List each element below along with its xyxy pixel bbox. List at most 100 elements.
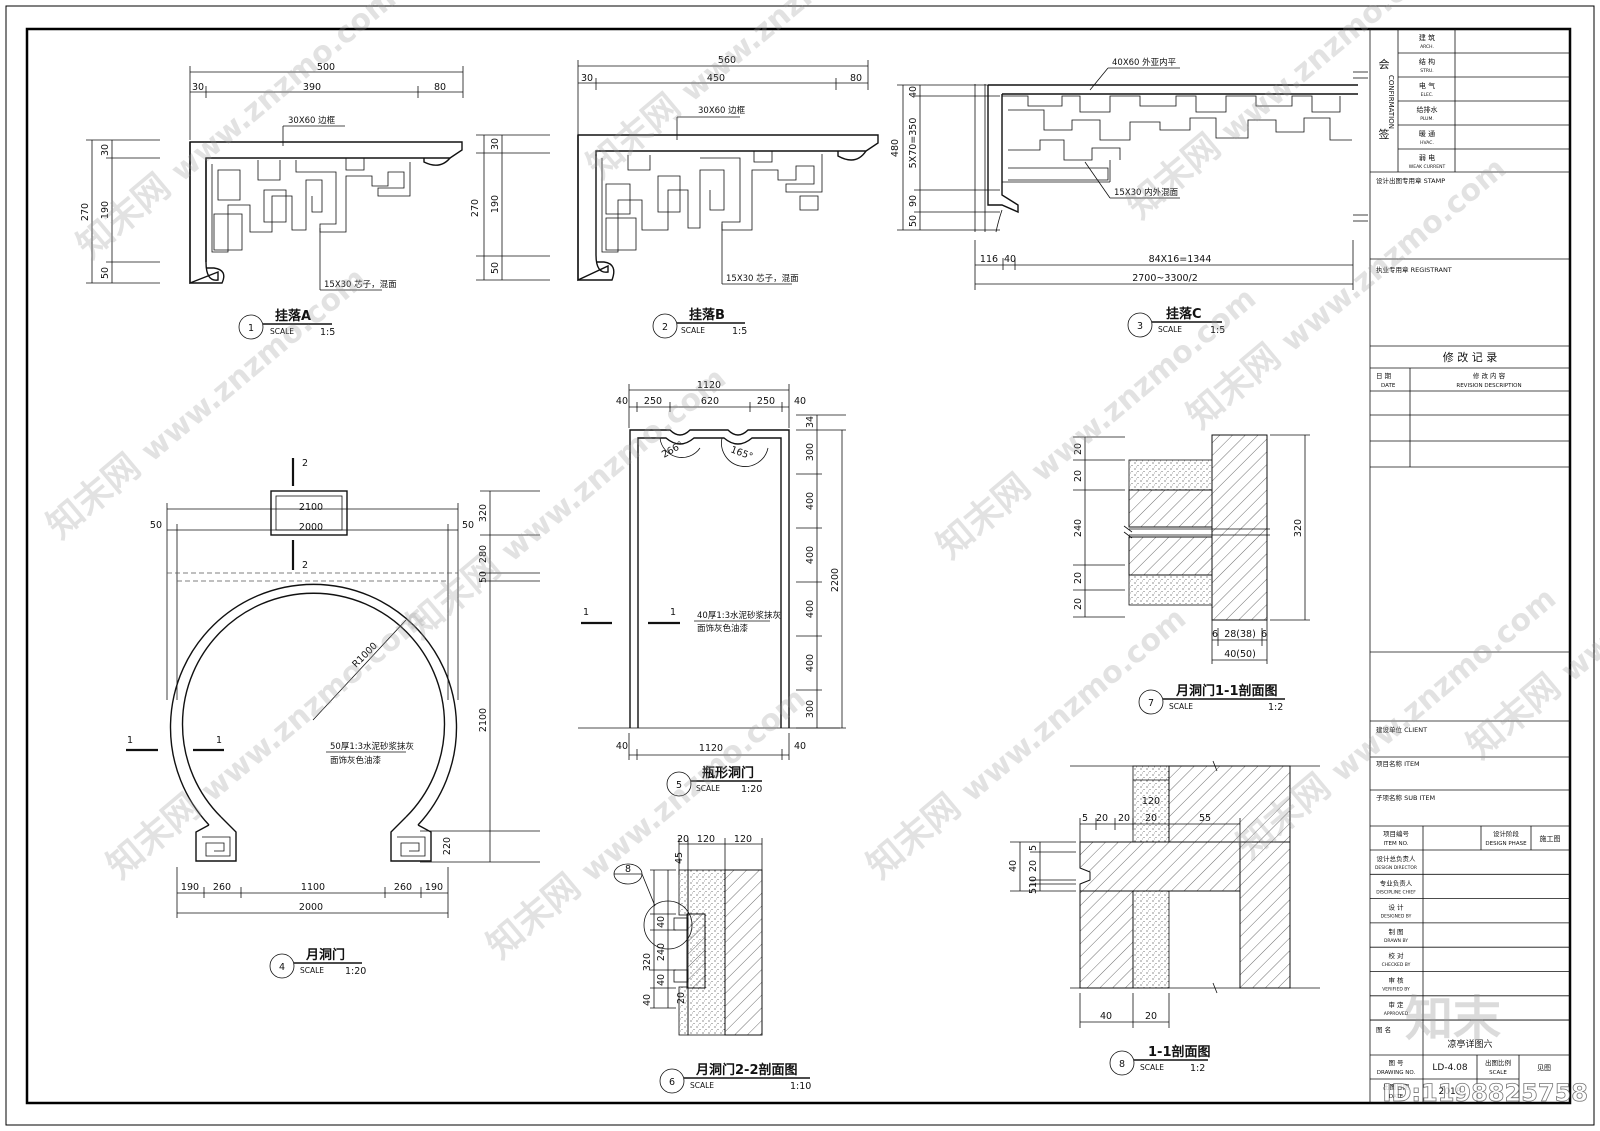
d3-dim-h5x70: 5X70=350 [908, 118, 919, 169]
d4-scale-label: SCALE [300, 966, 324, 975]
detail-3-hanging-fascia-c: 480 40 5X70=350 90 50 40X60 外亚内平 15X30 内… [890, 57, 1368, 338]
sheet-border-inner [25, 27, 1572, 1105]
watermark-text: 知末网 [1119, 126, 1228, 227]
d5-scale: 1:20 [741, 784, 762, 795]
d4-dim-b260-left: 260 [213, 882, 231, 893]
tb-scale-en: SCALE [1489, 1070, 1507, 1076]
d1-title-number: 1 [248, 323, 254, 334]
d4-note-line2: 面饰灰色油漆 [330, 755, 382, 766]
tb-role-cn: 审 定 [1388, 1000, 1404, 1009]
d4-note-line1: 50厚1:3水泥砂浆抹灰 [330, 741, 414, 752]
d1-note-frame: 30X60 边框 [288, 115, 336, 126]
d6-dim-h20: 20 [676, 992, 687, 1004]
d4-dim-h220: 220 [442, 837, 453, 855]
tb-role-cn: 校 对 [1388, 951, 1404, 960]
watermark-url: www.znzmo.com [135, 261, 373, 469]
d7-dim-w28: 28(38) [1224, 629, 1256, 640]
d1-dim-h30: 30 [100, 144, 111, 156]
d2-dim-h270: 270 [470, 199, 481, 217]
tb-role-en: APPROVED [1384, 1011, 1409, 1017]
d5-dim-h400-1: 400 [805, 492, 816, 510]
d4-dim-h2100: 2100 [478, 708, 489, 732]
d1-scale: 1:5 [320, 327, 335, 338]
watermark-url: www.znzmo.com [1555, 481, 1600, 689]
tb-drawing-title-value: 凉亭详图六 [1447, 1038, 1492, 1050]
tb-rev-date-en: DATE [1381, 383, 1396, 389]
tb-role-en: CHECKED BY [1382, 962, 1411, 968]
sheet-border-outer [5, 5, 1595, 1126]
d6-dim-w120-right: 120 [734, 834, 752, 845]
d5-dim-b1120: 1120 [699, 743, 723, 754]
d4-dim-b2000: 2000 [299, 902, 323, 913]
d5-dim-w1120: 1120 [697, 380, 721, 391]
d3-dim-wtotal: 2700~3300/2 [1132, 273, 1198, 284]
d2-note-frame: 30X60 边框 [698, 105, 746, 116]
tb-role-cn: 设 计 [1388, 903, 1404, 912]
d5-angle-165: 165° [729, 444, 754, 462]
d8-scale-label: SCALE [1140, 1063, 1164, 1072]
d4-scale: 1:20 [345, 966, 366, 977]
d3-dim-h40: 40 [908, 86, 919, 98]
tb-discipline-cn: 建 筑 [1419, 33, 1435, 42]
d3-dim-w84: 84X16=1344 [1149, 254, 1212, 265]
detail-4-moon-gate: 2100 2000 50 50 2 2 320 280 50 2100 220 [126, 458, 540, 979]
d5-dim-b40-right: 40 [794, 741, 806, 752]
d3-dim-w40: 40 [1004, 254, 1016, 265]
d7-dim-w6-right: 6 [1261, 629, 1267, 640]
d8-dim-w20-2: 20 [1118, 813, 1130, 824]
d4-dim-50-left: 50 [150, 520, 162, 531]
tb-role-en: DESIGNED BY [1381, 914, 1412, 920]
d1-scale-label: SCALE [270, 327, 294, 336]
watermark-logo: 知末 [1405, 991, 1501, 1047]
d2-scale-label: SCALE [681, 326, 705, 335]
d2-note-core: 15X30 芯子，混面 [726, 273, 799, 284]
tb-date-cn: 出图日期 [1383, 1082, 1410, 1091]
d2-dim-h50: 50 [490, 262, 501, 274]
tb-rev-desc-en: REVISION DESCRIPTION [1456, 383, 1521, 389]
d7-dim-w40: 40(50) [1224, 649, 1256, 660]
tb-discipline-en: ARCH. [1420, 44, 1434, 50]
d3-title: 挂落C [1166, 306, 1202, 322]
d2-dim-30: 30 [581, 73, 593, 84]
watermark-id: ID:1198825758 [1383, 1079, 1588, 1107]
d5-section-1-right: 1 [670, 607, 676, 618]
tb-item-no-en: ITEM NO. [1384, 841, 1409, 847]
d3-dim-h90: 90 [908, 195, 919, 207]
tb-role-en: VERIFIED BY [1382, 987, 1410, 993]
d3-note-frame: 40X60 外亚内平 [1112, 57, 1177, 68]
d6-dim-w120-left: 120 [697, 834, 715, 845]
d5-dim-w250-right: 250 [757, 396, 775, 407]
d6-detail-ref: 8 [625, 864, 631, 875]
d7-dim-h20-1: 20 [1073, 443, 1084, 455]
d1-dim-h190: 190 [100, 201, 111, 219]
d4-dim-50-right: 50 [462, 520, 474, 531]
d5-dim-w620: 620 [701, 396, 719, 407]
d3-dim-h480: 480 [890, 139, 901, 157]
d5-dim-w40-left: 40 [616, 396, 628, 407]
watermark-url: www.znzmo.com [675, 0, 913, 109]
d4-dim-h50: 50 [478, 571, 489, 583]
d3-note-core: 15X30 内外混面 [1114, 187, 1179, 198]
tb-revision-title: 修 改 记 录 [1443, 350, 1498, 364]
tb-client: 建设单位 CLIENT [1376, 725, 1427, 734]
tb-discipline-en: ELEC. [1421, 92, 1434, 98]
watermark-url: www.znzmo.com [195, 601, 433, 809]
d3-scale-label: SCALE [1158, 325, 1182, 334]
detail-2-hanging-fascia-b: 560 30 450 80 270 30 190 50 30X60 边框 15X… [470, 55, 879, 339]
d6-dim-h320: 320 [642, 953, 653, 971]
detail-1-hanging-fascia-a: 500 30 390 80 270 30 190 50 30X60 边框 15X… [80, 62, 464, 340]
d4-dim-2000-top: 2000 [299, 522, 323, 533]
d7-dim-h240: 240 [1073, 519, 1084, 537]
tb-date-en: DATE [1389, 1094, 1404, 1100]
d8-dim-b20: 20 [1145, 1011, 1157, 1022]
d1-dim-h50: 50 [100, 267, 111, 279]
watermark-text: 知末网 [929, 466, 1038, 567]
d5-section-1-left: 1 [583, 607, 589, 618]
detail-7-section-1-1: 20 20 240 20 20 320 6 28(38) 6 40(50) 7 … [1073, 434, 1310, 715]
d8-dim-h10: 10 [1028, 876, 1039, 888]
d5-dim-h400-3: 400 [805, 600, 816, 618]
d3-dim-h50: 50 [908, 215, 919, 227]
d4-title: 月洞门 [305, 947, 345, 963]
d1-dim-390: 390 [303, 82, 321, 93]
